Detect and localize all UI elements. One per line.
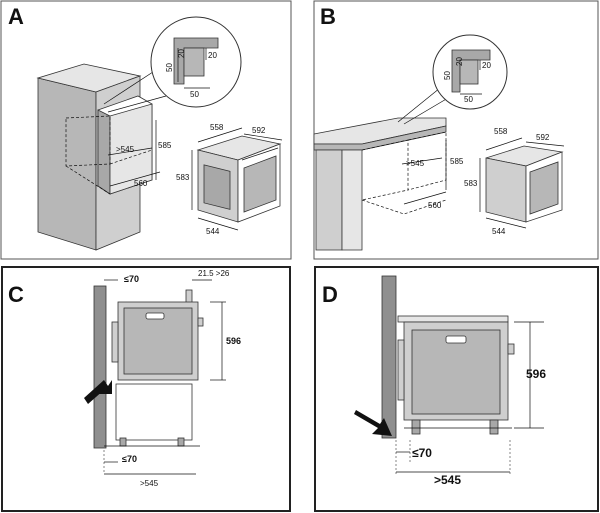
gap-top-dim: ≤70 xyxy=(124,274,139,284)
corner-detail-b: 20 20 50 50 xyxy=(397,34,508,125)
panel-c: C ≤70 21.5 >26 596 ≤70 >54 xyxy=(1,266,291,512)
panel-d-letter: D xyxy=(322,282,338,307)
panel-a-letter: A xyxy=(8,4,24,29)
detail-b-dim-50-vert: 50 xyxy=(443,71,452,80)
detail-dim-50-vert: 50 xyxy=(165,63,174,72)
built-in-oven: 558 592 583 544 xyxy=(176,123,283,236)
height-dim-d: 596 xyxy=(526,367,546,381)
detail-b-dim-20-top: 20 xyxy=(455,57,464,66)
panel-c-letter: C xyxy=(8,282,24,307)
corner-detail: 20 20 50 50 xyxy=(103,16,242,113)
panel-b: B >545 585 560 20 20 50 xyxy=(313,0,599,260)
niche-height-dim: 585 xyxy=(158,141,172,150)
gap-right-dim: 21.5 >26 xyxy=(198,269,230,278)
oven-height-dim: 583 xyxy=(176,173,190,182)
detail-dim-50-horiz: 50 xyxy=(190,90,199,99)
built-in-oven-b: 558 592 583 544 xyxy=(464,127,565,236)
panel-d: D 596 ≤70 >545 xyxy=(314,266,599,512)
oven-depth-dim: 544 xyxy=(206,227,220,236)
niche-width-dim: >545 xyxy=(116,145,135,154)
arrow-icon-d xyxy=(354,410,392,436)
height-dim-c: 596 xyxy=(226,336,241,346)
width-min-dim-c: >545 xyxy=(140,479,159,488)
oven-b-width-top-dim: 558 xyxy=(494,127,508,136)
detail-b-dim-50-horiz: 50 xyxy=(464,95,473,104)
niche-b-width-dim: >545 xyxy=(406,159,425,168)
base-cabinet xyxy=(115,383,193,441)
oven-width-top-dim: 558 xyxy=(210,123,224,132)
niche-depth-dim: 560 xyxy=(134,179,148,188)
oven-front-c xyxy=(111,301,204,381)
oven-front-d xyxy=(397,315,515,435)
oven-b-height-dim: 583 xyxy=(464,179,478,188)
detail-dim-20-side: 20 xyxy=(208,51,217,60)
panel-a: A >545 585 560 20 20 xyxy=(0,0,292,260)
arrow-icon xyxy=(84,380,112,404)
side-wall xyxy=(93,285,107,449)
oven-b-depth-dim: 544 xyxy=(492,227,506,236)
width-min-dim-d: >545 xyxy=(434,473,461,487)
gap-bottom-dim-d: ≤70 xyxy=(412,446,432,460)
niche-b-depth-dim: 560 xyxy=(428,201,442,210)
side-wall-d xyxy=(381,275,397,439)
niche-b-height-dim: 585 xyxy=(450,157,464,166)
oven-width-front-dim: 592 xyxy=(252,126,266,135)
detail-dim-20-top: 20 xyxy=(177,49,186,58)
detail-b-dim-20-side: 20 xyxy=(482,61,491,70)
niche-width-line xyxy=(107,147,153,156)
panel-b-letter: B xyxy=(320,4,336,29)
kitchen-counter: >545 585 560 xyxy=(313,117,464,251)
tall-cabinet xyxy=(36,63,153,251)
gap-bottom-dim: ≤70 xyxy=(122,454,137,464)
oven-b-width-front-dim: 592 xyxy=(536,133,550,142)
